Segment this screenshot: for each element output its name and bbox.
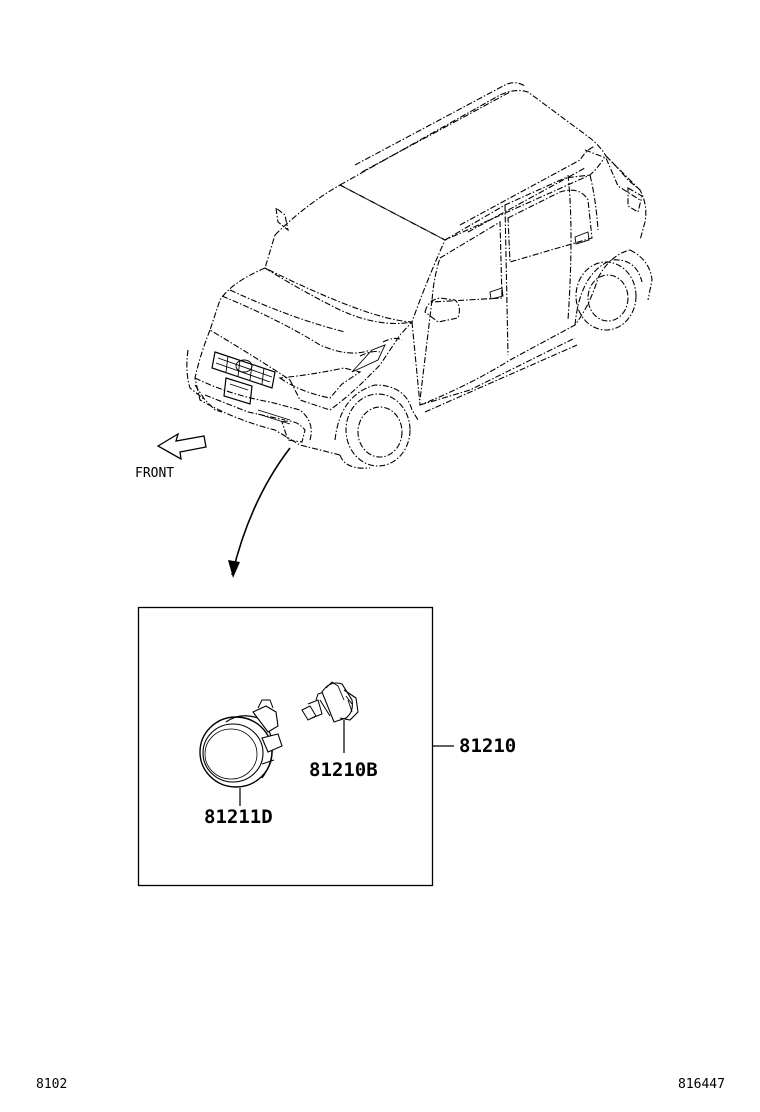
front-label: FRONT — [135, 466, 174, 481]
footer-left-code: 8102 — [36, 1077, 67, 1092]
bulb-icon — [301, 681, 359, 723]
front-arrow-icon — [156, 432, 207, 461]
callout-lamp-unit: 81211D — [204, 806, 273, 828]
leader-line — [231, 447, 291, 576]
footer-right-code: 816447 — [678, 1077, 725, 1092]
callout-assembly: 81210 — [459, 735, 516, 757]
detail-inset-frame — [137, 606, 434, 887]
fog-lamp-unit-icon — [199, 699, 283, 788]
leader-tip — [228, 560, 240, 578]
vehicle-illustration — [186, 82, 653, 469]
callout-bulb: 81210B — [309, 759, 378, 781]
